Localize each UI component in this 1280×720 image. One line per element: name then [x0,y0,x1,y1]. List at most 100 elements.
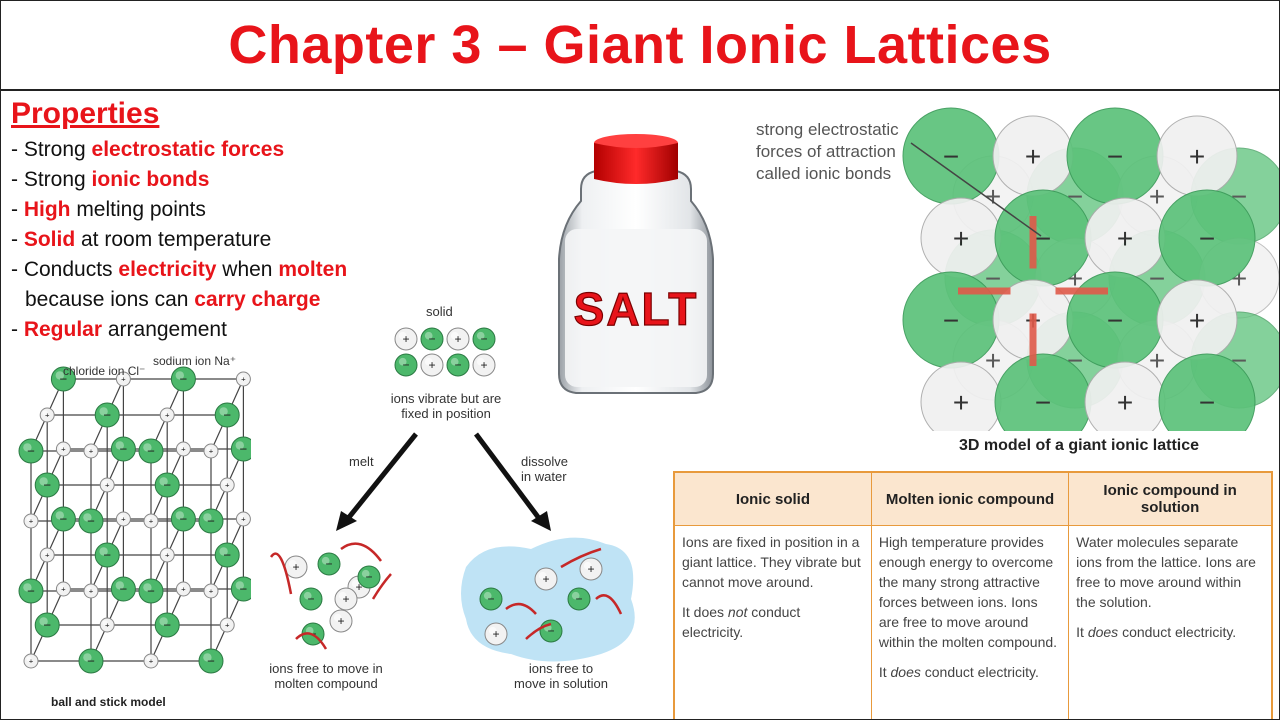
sodium-ion: + [159,407,175,423]
sodium-ion: + [992,115,1074,197]
svg-text:−: − [943,141,959,172]
sodium-ion: + [39,407,55,423]
svg-text:−: − [1199,223,1215,254]
chloride-ion: − [50,366,76,392]
sodium-ion: + [175,581,191,597]
svg-text:+: + [241,375,246,384]
title-bar: Chapter 3 – Giant Ionic Lattices [1,1,1279,91]
svg-text:−: − [402,358,409,372]
svg-text:+: + [105,621,110,630]
svg-text:−: − [1107,305,1123,336]
slide-title: Chapter 3 – Giant Ionic Lattices [228,15,1052,75]
sodium-ion: + [1156,279,1238,361]
svg-text:−: − [1035,387,1051,418]
table-row: Ions are fixed in position in a giant la… [673,525,1273,719]
chloride-ion: − [394,353,418,377]
svg-text:+: + [542,572,549,586]
svg-text:−: − [240,582,248,597]
property-item: - Conducts electricity when molten [11,258,348,281]
svg-text:−: − [1107,141,1123,172]
sodium-ion: + [394,327,418,351]
svg-text:+: + [181,445,186,454]
properties-panel: Properties - Strong electrostatic forces… [11,97,431,345]
chloride-ion: − [472,327,496,351]
sodium-ion: + [1084,361,1166,431]
table-header: Ionic compound in solution [1068,471,1273,526]
melt-arrowhead [336,511,357,531]
dissolve-label: dissolve in water [521,454,568,484]
ionic-bond-pointer-line [910,142,1042,237]
chloride-ion: − [50,506,76,532]
properties-heading: Properties [11,97,160,130]
svg-text:−: − [943,305,959,336]
svg-text:+: + [292,560,299,574]
chloride-ion: − [357,565,381,589]
svg-text:−: − [103,408,111,423]
sodium-ion: + [472,353,496,377]
svg-text:−: − [1035,223,1051,254]
svg-text:−: − [480,332,487,346]
sodium-ion: + [534,567,558,591]
sodium-ion: + [284,555,308,579]
sodium-ion-label: sodium ion Na⁺ [153,354,237,368]
property-item: - Solid at room temperature [11,228,272,251]
svg-text:+: + [1189,305,1205,336]
sodium-ion: + [579,557,603,581]
sodium-ion: + [446,327,470,351]
svg-text:−: − [147,444,155,459]
svg-text:+: + [480,358,487,372]
svg-text:−: − [163,618,171,633]
motion-arrow [295,632,328,650]
chloride-ion: − [18,578,44,604]
chloride-ion: − [198,508,224,534]
molten-caption: ions free to move in molten compound [269,661,383,691]
sodium-ion: + [143,513,159,529]
chloride-ion: − [1066,107,1164,205]
salt-label: SALT [574,283,699,335]
chloride-ion: − [567,587,591,611]
chloride-ion: − [78,508,104,534]
svg-text:+: + [29,517,34,526]
sodium-ion: + [329,609,353,633]
svg-text:−: − [487,592,494,606]
svg-text:−: − [87,514,95,529]
sodium-ion: + [23,653,39,669]
melt-label: melt [349,454,374,469]
chloride-ion: − [154,472,180,498]
table-cell-molten: High temperature provides enough energy … [870,525,1070,719]
sodium-ion: + [484,622,508,646]
svg-text:−: − [103,548,111,563]
sodium-ion: + [203,583,219,599]
svg-text:+: + [61,585,66,594]
svg-text:+: + [355,580,362,594]
svg-text:+: + [985,345,1001,376]
chloride-ion: − [78,648,104,674]
sodium-ion: + [159,547,175,563]
svg-text:−: − [1149,263,1165,294]
sodium-ion: + [219,617,235,633]
property-item: - Regular arrangement [11,318,227,341]
sodium-ion: + [143,653,159,669]
svg-text:+: + [241,515,246,524]
svg-text:−: − [120,582,128,597]
svg-text:+: + [45,411,50,420]
dissolve-arrow [473,432,544,523]
svg-text:+: + [121,375,126,384]
sodium-ion: + [39,547,55,563]
svg-text:−: − [223,548,231,563]
sodium-ion: + [203,443,219,459]
motion-arrow [269,552,293,595]
table-header: Ionic solid [673,471,872,526]
sodium-ion: + [235,371,251,387]
svg-text:+: + [1149,181,1165,212]
motion-arrow [595,594,623,615]
sodium-ion: + [175,441,191,457]
sodium-ion: + [334,587,358,611]
solid-caption: ions vibrate but are fixed in position [390,391,502,421]
svg-text:+: + [209,587,214,596]
svg-text:+: + [225,481,230,490]
svg-text:+: + [454,332,461,346]
svg-text:−: − [207,514,215,529]
sodium-ion: + [1084,197,1166,279]
chloride-ion: − [230,576,251,602]
